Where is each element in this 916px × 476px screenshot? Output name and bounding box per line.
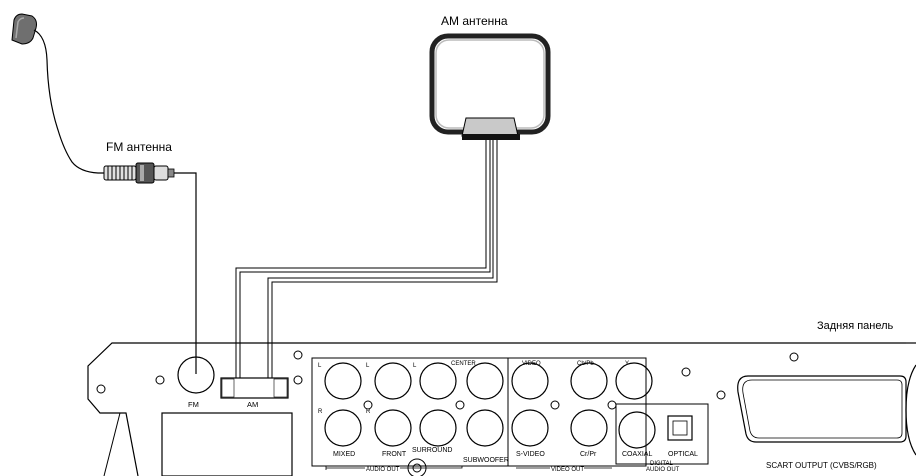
audio-label-r1: R bbox=[318, 409, 323, 415]
video-label: VIDEO bbox=[522, 361, 541, 367]
screw-hole bbox=[293, 350, 303, 360]
optical-label: OPTICAL bbox=[668, 451, 698, 458]
am-port: AM bbox=[220, 377, 289, 409]
caption-surround: SURROUND bbox=[412, 447, 452, 454]
audio-jack-surround-l bbox=[374, 362, 412, 400]
rear-panel-label: Задняя панель bbox=[817, 320, 894, 332]
video-out-block: VIDEO Cb/Pb Y S-VIDEO Cr/Pr VIDEO OUT bbox=[507, 357, 653, 473]
screw-hole bbox=[789, 352, 799, 362]
audio-jack-front-l bbox=[324, 362, 362, 400]
screw-hole bbox=[716, 390, 726, 400]
crpr-label: Cr/Pr bbox=[580, 451, 597, 458]
audio-label-l3: L bbox=[413, 363, 417, 369]
digital-audio-out-group-label: AUDIO OUT bbox=[646, 467, 680, 473]
fm-antenna-tip bbox=[11, 13, 37, 45]
am-port-label: AM bbox=[247, 400, 258, 409]
rear-panel: FM AM L L L CENTER R R bbox=[87, 342, 916, 476]
audio-label-center: CENTER bbox=[451, 361, 476, 367]
caption-front: FRONT bbox=[382, 451, 407, 458]
coaxial-label: COAXIAL bbox=[622, 451, 652, 458]
fm-port-label: FM bbox=[188, 400, 199, 409]
audio-jack-subwoofer bbox=[466, 409, 504, 447]
fm-cable bbox=[174, 172, 197, 374]
video-jack bbox=[511, 362, 549, 400]
fm-antenna-label: FM антенна bbox=[106, 140, 172, 154]
audio-jack-front-r bbox=[374, 409, 412, 447]
fm-connector bbox=[103, 162, 175, 184]
audio-jack-surround-r bbox=[419, 409, 457, 447]
digital-group-label: DIGITAL bbox=[650, 461, 674, 467]
screw-hole bbox=[681, 367, 691, 377]
fm-antenna: FM антенна bbox=[11, 13, 175, 184]
screw-hole bbox=[96, 384, 106, 394]
scart-label: SCART OUTPUT (CVBS/RGB) bbox=[766, 461, 877, 470]
s-video-label: S-VIDEO bbox=[516, 451, 545, 458]
cbpb-label: Cb/Pb bbox=[577, 361, 594, 367]
screw-hole bbox=[293, 375, 303, 385]
fm-antenna-wire bbox=[33, 29, 106, 174]
audio-label-l1: L bbox=[318, 363, 322, 369]
audio-jack-center bbox=[466, 362, 504, 400]
caption-mixed: MIXED bbox=[333, 451, 355, 458]
am-antenna-label: AM антенна bbox=[441, 14, 508, 28]
audio-label-r2: R bbox=[366, 409, 371, 415]
am-cable bbox=[235, 140, 498, 378]
scart-connector: SCART OUTPUT (CVBS/RGB) bbox=[737, 375, 907, 470]
crpr-jack bbox=[570, 409, 608, 447]
fm-port: FM bbox=[177, 356, 215, 409]
screw-hole bbox=[155, 375, 165, 385]
video-out-group-label: VIDEO OUT bbox=[551, 467, 584, 473]
coaxial-jack bbox=[618, 411, 656, 449]
am-antenna: AM антенна bbox=[429, 14, 551, 140]
optical-port bbox=[667, 415, 693, 441]
audio-jack-mixed-r bbox=[324, 409, 362, 447]
audio-jack-l bbox=[419, 362, 457, 400]
audio-out-group-label: AUDIO OUT bbox=[366, 467, 400, 473]
audio-label-l2: L bbox=[366, 363, 370, 369]
audio-out-block: L L L CENTER R R MIXED FRONT SURROUND SU… bbox=[311, 357, 509, 473]
digital-audio-out-block: COAXIAL OPTICAL DIGITAL AUDIO OUT bbox=[615, 403, 709, 473]
cbpb-jack bbox=[570, 362, 608, 400]
headphone-jack bbox=[407, 458, 427, 476]
y-jack bbox=[615, 362, 653, 400]
s-video-jack bbox=[511, 409, 549, 447]
caption-subwoofer: SUBWOOFER bbox=[463, 457, 509, 464]
